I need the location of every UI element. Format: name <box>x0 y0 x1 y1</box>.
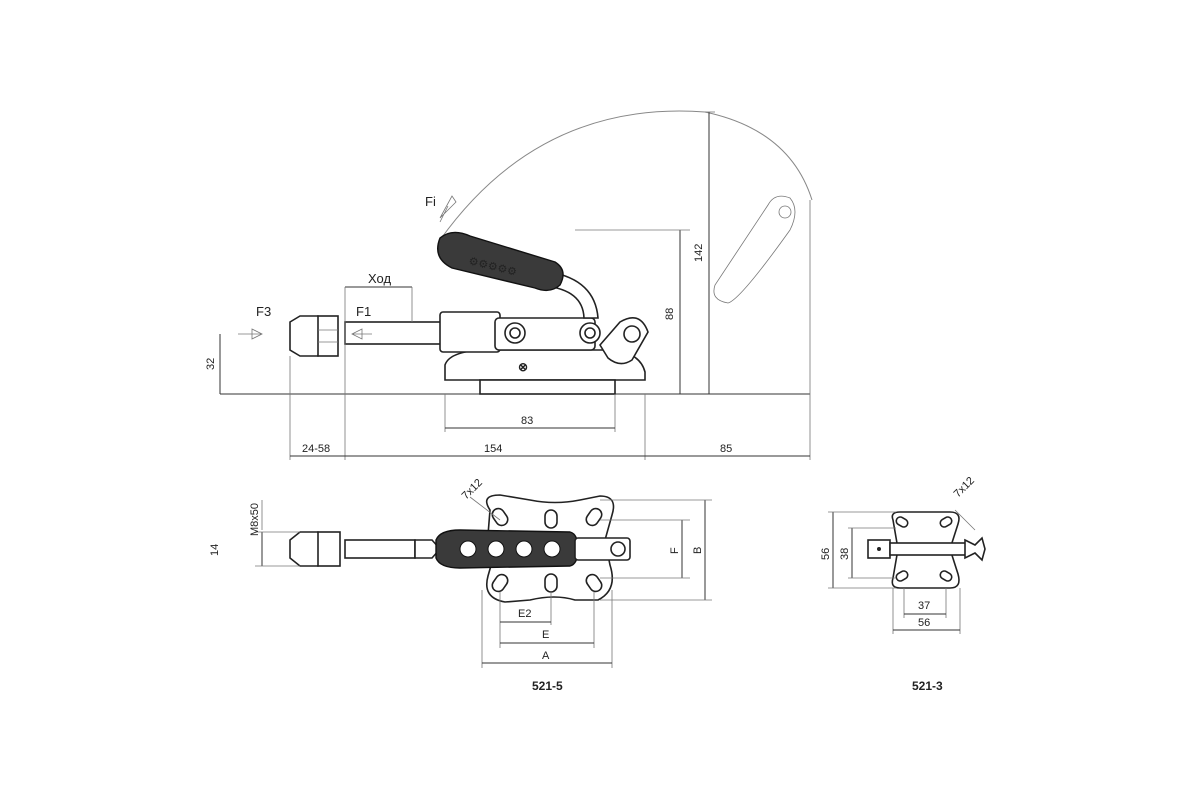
label-slot-b: 7x12 <box>952 475 977 500</box>
grip-hole-2 <box>487 540 505 558</box>
label-32: 32 <box>205 358 217 370</box>
label-stroke: Ход <box>368 271 391 286</box>
label-14: 14 <box>209 544 221 556</box>
plan-view-521-3: 56 38 37 56 7x12 521-3 <box>820 475 986 693</box>
plunger-center-521-3 <box>877 547 881 551</box>
slot-6 <box>585 573 603 593</box>
mounting-foot <box>479 379 616 395</box>
leader-slot-b <box>954 509 976 531</box>
plunger-rod <box>344 321 446 345</box>
rod-521-3 <box>889 542 971 556</box>
label-83: 83 <box>521 415 533 427</box>
label-F: F <box>669 547 681 554</box>
label-f3: F3 <box>256 304 271 319</box>
slot-2 <box>544 509 558 529</box>
handle-open-eye <box>778 205 792 219</box>
force-arrow-f3 <box>238 328 263 340</box>
spindle-hex <box>317 315 339 357</box>
spindle-hex-521-5 <box>317 531 341 567</box>
pivot-pin-1-inner <box>509 327 521 339</box>
label-56v: 56 <box>820 548 832 560</box>
slot-b1 <box>895 516 909 528</box>
label-24-58: 24-58 <box>302 443 330 455</box>
force-arrow-f1 <box>351 328 372 340</box>
label-A: A <box>542 650 550 662</box>
pivot-pin-2-inner <box>584 327 596 339</box>
handle-swing-arc <box>439 110 813 241</box>
label-fi: Fi <box>425 194 436 209</box>
mounting-slots <box>491 507 603 593</box>
fork-521-3 <box>964 536 986 562</box>
model-label-521-3: 521-3 <box>912 679 943 693</box>
slot-b2 <box>939 516 953 528</box>
handle-grip-open <box>713 195 796 304</box>
label-154: 154 <box>484 443 502 455</box>
grip-hole-1 <box>459 540 477 558</box>
model-label-521-5: 521-5 <box>532 679 563 693</box>
force-arrow-fi <box>439 195 457 223</box>
label-38: 38 <box>839 548 851 560</box>
label-E2: E2 <box>518 608 531 620</box>
linkage-pin-521-5 <box>610 541 626 557</box>
label-85: 85 <box>720 443 732 455</box>
label-142: 142 <box>693 244 705 262</box>
linkage-arm <box>599 316 649 365</box>
label-thread: M8x50 <box>249 503 261 536</box>
handle-grip <box>437 231 564 292</box>
slot-5 <box>544 573 558 593</box>
grip-hole-3 <box>515 540 533 558</box>
label-f1: F1 <box>356 304 371 319</box>
slot-4 <box>491 573 509 593</box>
label-E: E <box>542 629 549 641</box>
label-56h: 56 <box>918 617 930 629</box>
plunger-rod-521-5 <box>344 539 416 559</box>
grip-hole-4 <box>543 540 561 558</box>
side-view: ⊗ ⚙⚙⚙⚙⚙ <box>205 110 813 460</box>
label-88: 88 <box>664 308 676 320</box>
label-37: 37 <box>918 600 930 612</box>
slot-b3 <box>895 570 909 582</box>
plan-view-521-5: M8x50 14 7x12 F B E2 E A 521-5 <box>209 477 712 693</box>
pivot-pin-3 <box>623 325 641 343</box>
label-B: B <box>692 547 704 554</box>
slot-b4 <box>939 570 953 582</box>
leader-slot-a <box>469 496 501 521</box>
slot-3 <box>585 507 603 527</box>
brand-mark: ⊗ <box>518 360 528 374</box>
slot-1 <box>491 507 509 527</box>
plunger-housing <box>439 311 501 353</box>
